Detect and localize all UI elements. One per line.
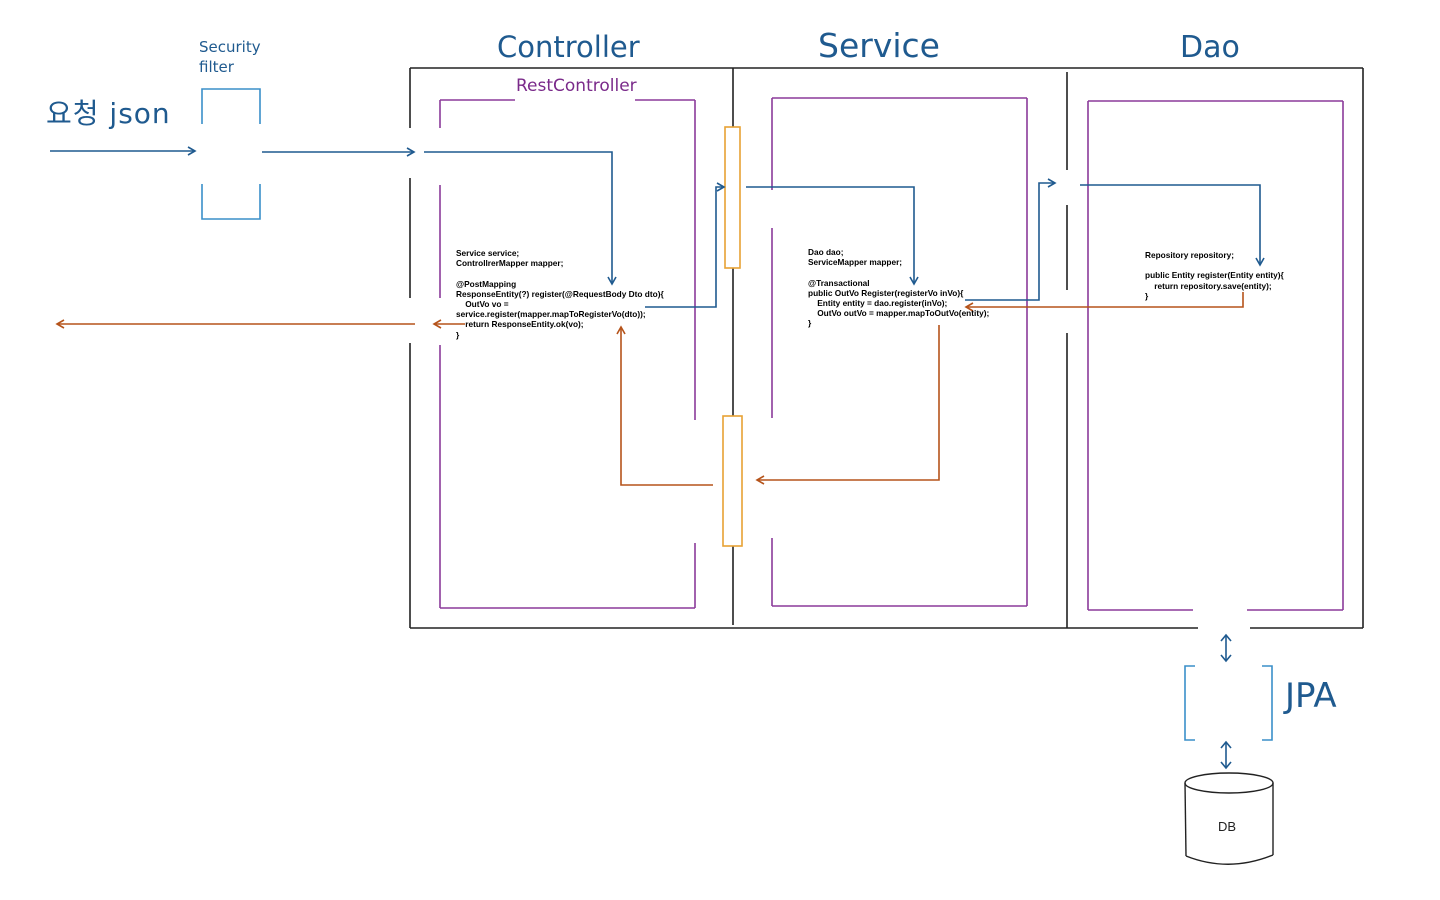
layers-frame [409,67,1364,629]
rest-controller-label: RestController [516,76,637,96]
service-code: Dao dao; ServiceMapper mapper; @Transact… [808,247,990,329]
controller-service-adapter-top [724,126,741,269]
request-json-label: 요청 json [46,97,171,130]
dao-code: Repository repository; public Entity reg… [1145,250,1284,301]
service-layer-title: Service [818,26,940,65]
request-flow [50,146,1265,308]
security-filter-label: Security filter [199,38,261,76]
jpa-label: JPA [1285,676,1337,716]
controller-layer-title: Controller [497,30,640,64]
controller-inner-box [439,99,696,609]
dao-layer-title: Dao [1180,30,1240,65]
jpa-box [1184,665,1273,741]
db-cylinder [1184,772,1274,865]
security-filter-box [201,88,261,220]
response-flow [55,292,1244,486]
db-link-arrows [1220,633,1232,770]
dao-inner-box [1087,100,1344,611]
service-inner-box [771,97,1028,607]
db-label: DB [1218,819,1237,834]
controller-code: Service service; ControllrerMapper mappe… [456,248,664,340]
controller-service-adapter-bottom [722,415,743,547]
